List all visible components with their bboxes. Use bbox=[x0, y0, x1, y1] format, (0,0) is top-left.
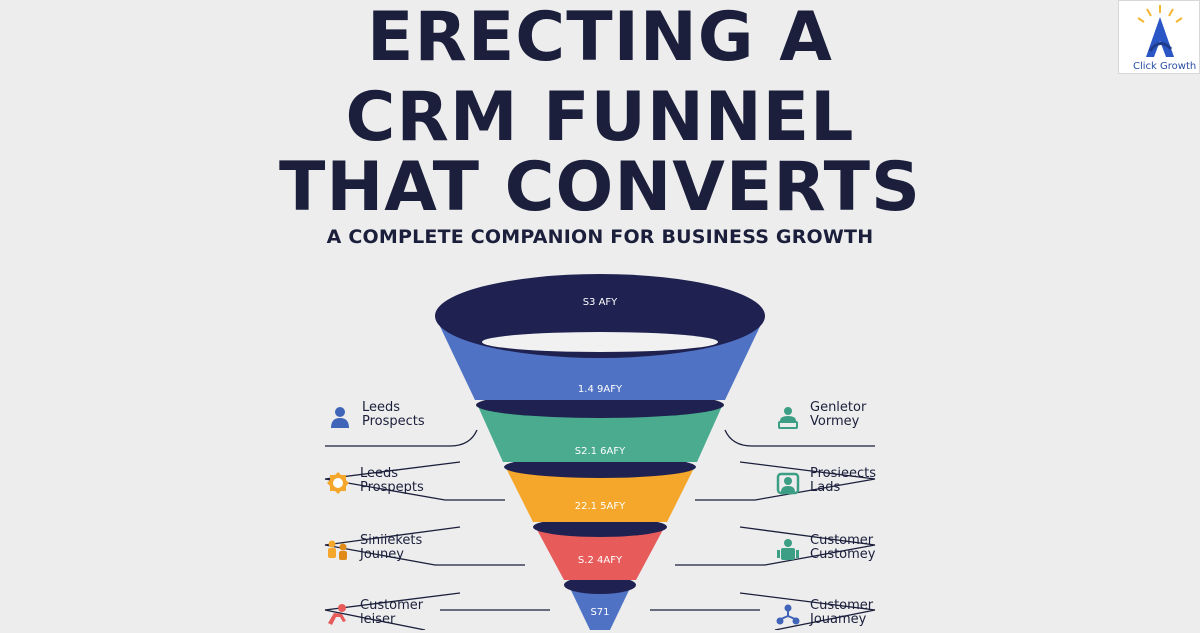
left-item-3-line1: Siniiekets bbox=[360, 533, 423, 548]
funnel-stage-1: S3 AFY bbox=[435, 274, 765, 358]
title-line-3: THAT CONVERTS bbox=[278, 148, 922, 227]
stage-1-label: S3 AFY bbox=[583, 297, 618, 308]
left-item-1-line1: Leeds bbox=[362, 400, 401, 415]
right-item-3-line1: Customer bbox=[810, 533, 874, 548]
person-icon bbox=[331, 407, 349, 428]
subtitle: A COMPLETE COMPANION FOR BUSINESS GROWTH bbox=[326, 226, 874, 248]
right-item-4-line2: Jouamey bbox=[810, 612, 867, 627]
connector-lines bbox=[324, 429, 876, 630]
stage-6-label: S71 bbox=[590, 607, 609, 618]
sun-rays-icon bbox=[1137, 5, 1183, 23]
people-group-icon bbox=[328, 540, 347, 560]
person-list-icon bbox=[778, 407, 798, 429]
profile-card-icon bbox=[776, 472, 800, 495]
right-item-3: Customer Customey bbox=[776, 534, 916, 568]
funnel-stage-4: 22.1 5AFY bbox=[504, 456, 696, 522]
stage-2-label: 1.4 9AFY bbox=[578, 384, 623, 395]
stage-4-label: 22.1 5AFY bbox=[575, 501, 626, 512]
left-item-4: Customer leiser bbox=[326, 599, 466, 633]
right-item-2-line1: Prosieects bbox=[810, 466, 877, 481]
click-growth-logo: Click Growth bbox=[1118, 0, 1200, 74]
logo-mark-icon bbox=[1137, 5, 1183, 57]
right-item-4: Customer Jouamey bbox=[776, 599, 916, 633]
right-item-4-line1: Customer bbox=[810, 598, 874, 613]
network-icon bbox=[776, 604, 800, 625]
right-item-1-line2: Vormey bbox=[810, 414, 860, 429]
right-item-1-line1: Genletor bbox=[810, 400, 867, 415]
person-action-icon bbox=[328, 604, 346, 625]
title-line-2: CRM FUNNEL bbox=[345, 78, 855, 157]
stage-3-label: S2.1 6AFY bbox=[575, 446, 626, 457]
funnel-stage-6: S71 bbox=[564, 576, 636, 630]
logo-text: Click Growth bbox=[1133, 61, 1197, 72]
left-item-4-line2: leiser bbox=[360, 612, 396, 627]
funnel-stage-5: S.2 4AFY bbox=[533, 517, 667, 580]
left-item-3-line2: Jouney bbox=[360, 547, 404, 562]
funnel-stage-3: S2.1 6AFY bbox=[476, 392, 724, 462]
left-item-2: Leeds Prospepts bbox=[326, 467, 466, 501]
team-icon bbox=[777, 539, 799, 560]
right-item-3-line2: Customey bbox=[810, 547, 876, 562]
right-item-2-line2: Lads bbox=[810, 480, 841, 495]
left-item-1: Leeds Prospects bbox=[328, 401, 468, 435]
stage-5-label: S.2 4AFY bbox=[578, 555, 623, 566]
right-item-2: Prosieects Lads bbox=[776, 467, 916, 501]
left-item-4-line1: Customer bbox=[360, 598, 424, 613]
left-item-2-line2: Prospepts bbox=[360, 480, 424, 495]
title-line-1: ERECTING A bbox=[367, 0, 833, 77]
left-item-3: Siniiekets Jouney bbox=[326, 534, 466, 568]
left-item-1-line2: Prospects bbox=[362, 414, 425, 429]
right-item-1: Genletor Vormey bbox=[776, 401, 916, 435]
left-item-2-line1: Leeds bbox=[360, 466, 399, 481]
badge-icon bbox=[327, 472, 349, 494]
